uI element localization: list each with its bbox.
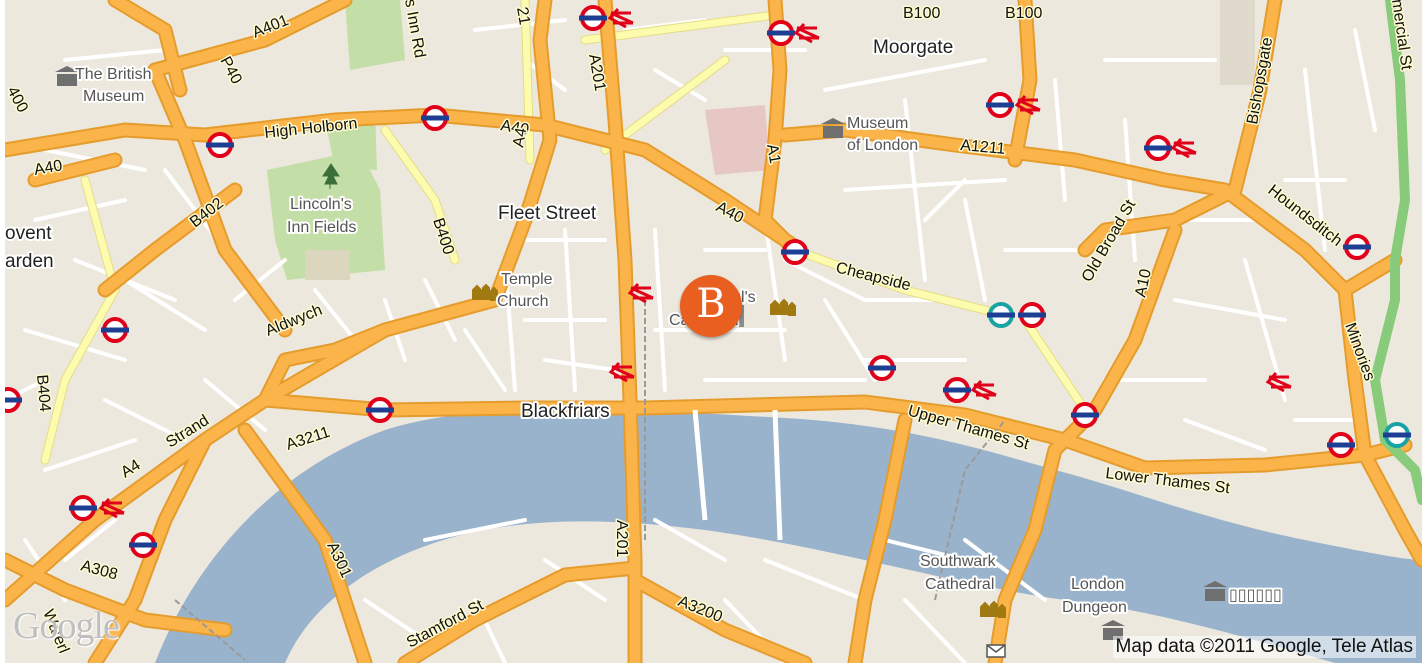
marker-pin-icon bbox=[680, 275, 742, 337]
church-icon bbox=[980, 600, 1006, 618]
road-label-a4-top: A4 bbox=[510, 126, 530, 148]
poi-label-museum-london-2: of London bbox=[847, 137, 918, 154]
poi-label-museum-london-1: Museum bbox=[847, 115, 908, 132]
road-label-a1: A1 bbox=[763, 143, 783, 165]
map-tiles: Moorgate Fleet Street Blackfriars ovent … bbox=[5, 0, 1422, 663]
poi-label-lincolns-2: Inn Fields bbox=[287, 219, 356, 236]
dlr-station-icon bbox=[985, 302, 1017, 328]
road-label-b100: B100 bbox=[1005, 5, 1042, 22]
museum-icon bbox=[1203, 581, 1227, 601]
road-label-a21: 21 bbox=[513, 6, 533, 27]
place-label-fleet-street: Fleet Street bbox=[498, 203, 597, 224]
tube-station-icon bbox=[127, 532, 159, 558]
museum-icon bbox=[55, 66, 79, 86]
major-roads bbox=[5, 0, 1422, 663]
poi-label-temple-2: Church bbox=[497, 293, 549, 310]
park-lincolns-inn-fields bbox=[267, 150, 385, 280]
marker-letter: B bbox=[696, 281, 726, 327]
dlr-station-icon bbox=[1381, 422, 1413, 448]
tube-station-icon bbox=[1142, 135, 1174, 161]
poi-label-lincolns-1: Lincoln's bbox=[290, 196, 352, 213]
road-label-a1211: A1211 bbox=[960, 137, 1006, 158]
church-icon bbox=[770, 298, 796, 316]
map-canvas[interactable]: Moorgate Fleet Street Blackfriars ovent … bbox=[5, 0, 1422, 663]
tube-station-icon bbox=[866, 355, 898, 381]
tube-station-icon bbox=[1069, 402, 1101, 428]
place-label-moorgate: Moorgate bbox=[873, 37, 953, 58]
tube-station-icon bbox=[1325, 432, 1357, 458]
tube-station-icon bbox=[1016, 302, 1048, 328]
church-icon bbox=[472, 283, 498, 301]
river-thames bbox=[155, 409, 1422, 663]
location-marker-b[interactable]: B bbox=[680, 275, 742, 337]
poi-label-unknown: ▯▯▯▯▯▯ bbox=[1229, 587, 1282, 604]
poi-label-dungeon-2: Dungeon bbox=[1062, 599, 1127, 616]
tube-station-icon bbox=[67, 495, 99, 521]
poi-label-british-museum-2: Museum bbox=[83, 88, 144, 105]
tube-station-icon bbox=[577, 5, 609, 31]
poi-label-temple-1: Temple bbox=[501, 271, 553, 288]
map-attribution: Map data ©2011 Google, Tele Atlas bbox=[1112, 636, 1416, 658]
road-label-a201-bottom: A201 bbox=[613, 520, 630, 557]
tube-station-icon bbox=[779, 239, 811, 265]
road-label-b100b: B100 bbox=[903, 5, 940, 22]
poi-label-british-museum-1: The British bbox=[75, 66, 151, 83]
park-tree-icon bbox=[322, 163, 340, 189]
tube-station-icon bbox=[765, 20, 797, 46]
tube-station-icon bbox=[99, 317, 131, 343]
google-logo[interactable]: Google bbox=[13, 605, 120, 647]
poi-label-dungeon-1: London bbox=[1071, 576, 1124, 593]
tube-station-icon bbox=[941, 377, 973, 403]
tube-station-icon bbox=[1341, 234, 1373, 260]
place-label-covent-garden-1: ovent bbox=[5, 223, 52, 244]
poi-label-southwark-1: Southwark bbox=[920, 553, 997, 570]
tube-station-icon bbox=[204, 132, 236, 158]
tube-station-icon bbox=[984, 92, 1016, 118]
museum-icon bbox=[821, 118, 845, 138]
poi-label-southwark-2: Cathedral bbox=[925, 576, 994, 593]
tube-station-icon bbox=[419, 105, 451, 131]
place-label-blackfriars: Blackfriars bbox=[521, 401, 610, 422]
museum-icon bbox=[1101, 620, 1125, 640]
park-top bbox=[345, 0, 405, 70]
place-label-covent-garden-2: arden bbox=[5, 251, 54, 272]
tube-station-icon bbox=[364, 397, 396, 423]
road-label-b404: B404 bbox=[33, 374, 53, 413]
hospital-block bbox=[705, 105, 770, 175]
